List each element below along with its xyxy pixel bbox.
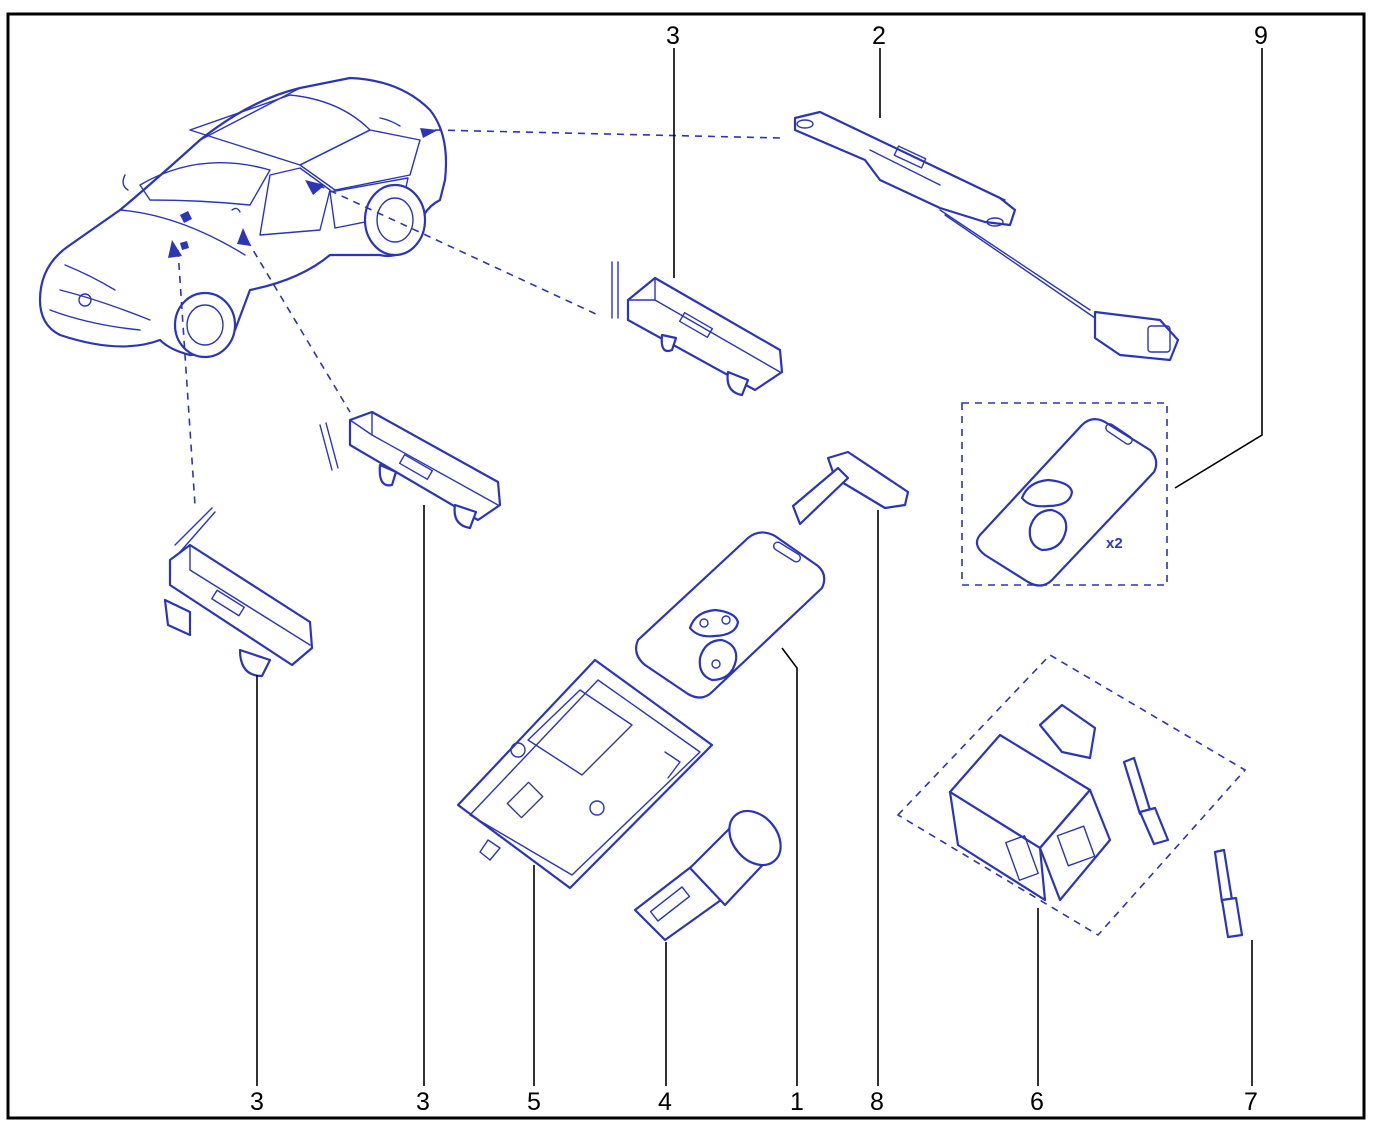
part-5-card-reader xyxy=(456,658,714,890)
callout-bottom-3a: 3 xyxy=(250,1088,264,1116)
pointer-lines xyxy=(168,128,781,506)
part-4-start-button xyxy=(633,809,782,942)
callout-top-2: 2 xyxy=(872,22,886,50)
callout-labels: 3 2 9 3 3 5 4 1 8 6 7 xyxy=(250,22,1268,1116)
part-3-antenna-middle xyxy=(319,410,502,530)
callout-bottom-5: 5 xyxy=(527,1088,541,1116)
callout-bottom-7: 7 xyxy=(1244,1088,1258,1116)
callout-bottom-4: 4 xyxy=(658,1088,672,1116)
part-1-key-card xyxy=(635,531,826,699)
callout-bottom-8: 8 xyxy=(870,1088,884,1116)
car-illustration xyxy=(38,76,448,359)
part-2-antenna-bar xyxy=(793,110,1180,362)
callout-bottom-6: 6 xyxy=(1030,1088,1044,1116)
part-3-antenna-top xyxy=(611,261,784,397)
part-7-pins xyxy=(1122,756,1244,939)
part-3-antenna-lower-left xyxy=(163,507,314,678)
part-9-spare-cards: x2 xyxy=(961,402,1168,587)
callout-top-3: 3 xyxy=(666,22,680,50)
part-8-emergency-key xyxy=(791,450,910,526)
leader-lines xyxy=(256,48,1263,1086)
callout-bottom-3b: 3 xyxy=(416,1088,430,1116)
callout-top-9: 9 xyxy=(1254,22,1268,50)
part-6-module xyxy=(896,653,1247,937)
diagram-frame xyxy=(6,12,1366,1120)
callout-bottom-1: 1 xyxy=(790,1088,804,1116)
quantity-badge: x2 xyxy=(1106,535,1123,552)
